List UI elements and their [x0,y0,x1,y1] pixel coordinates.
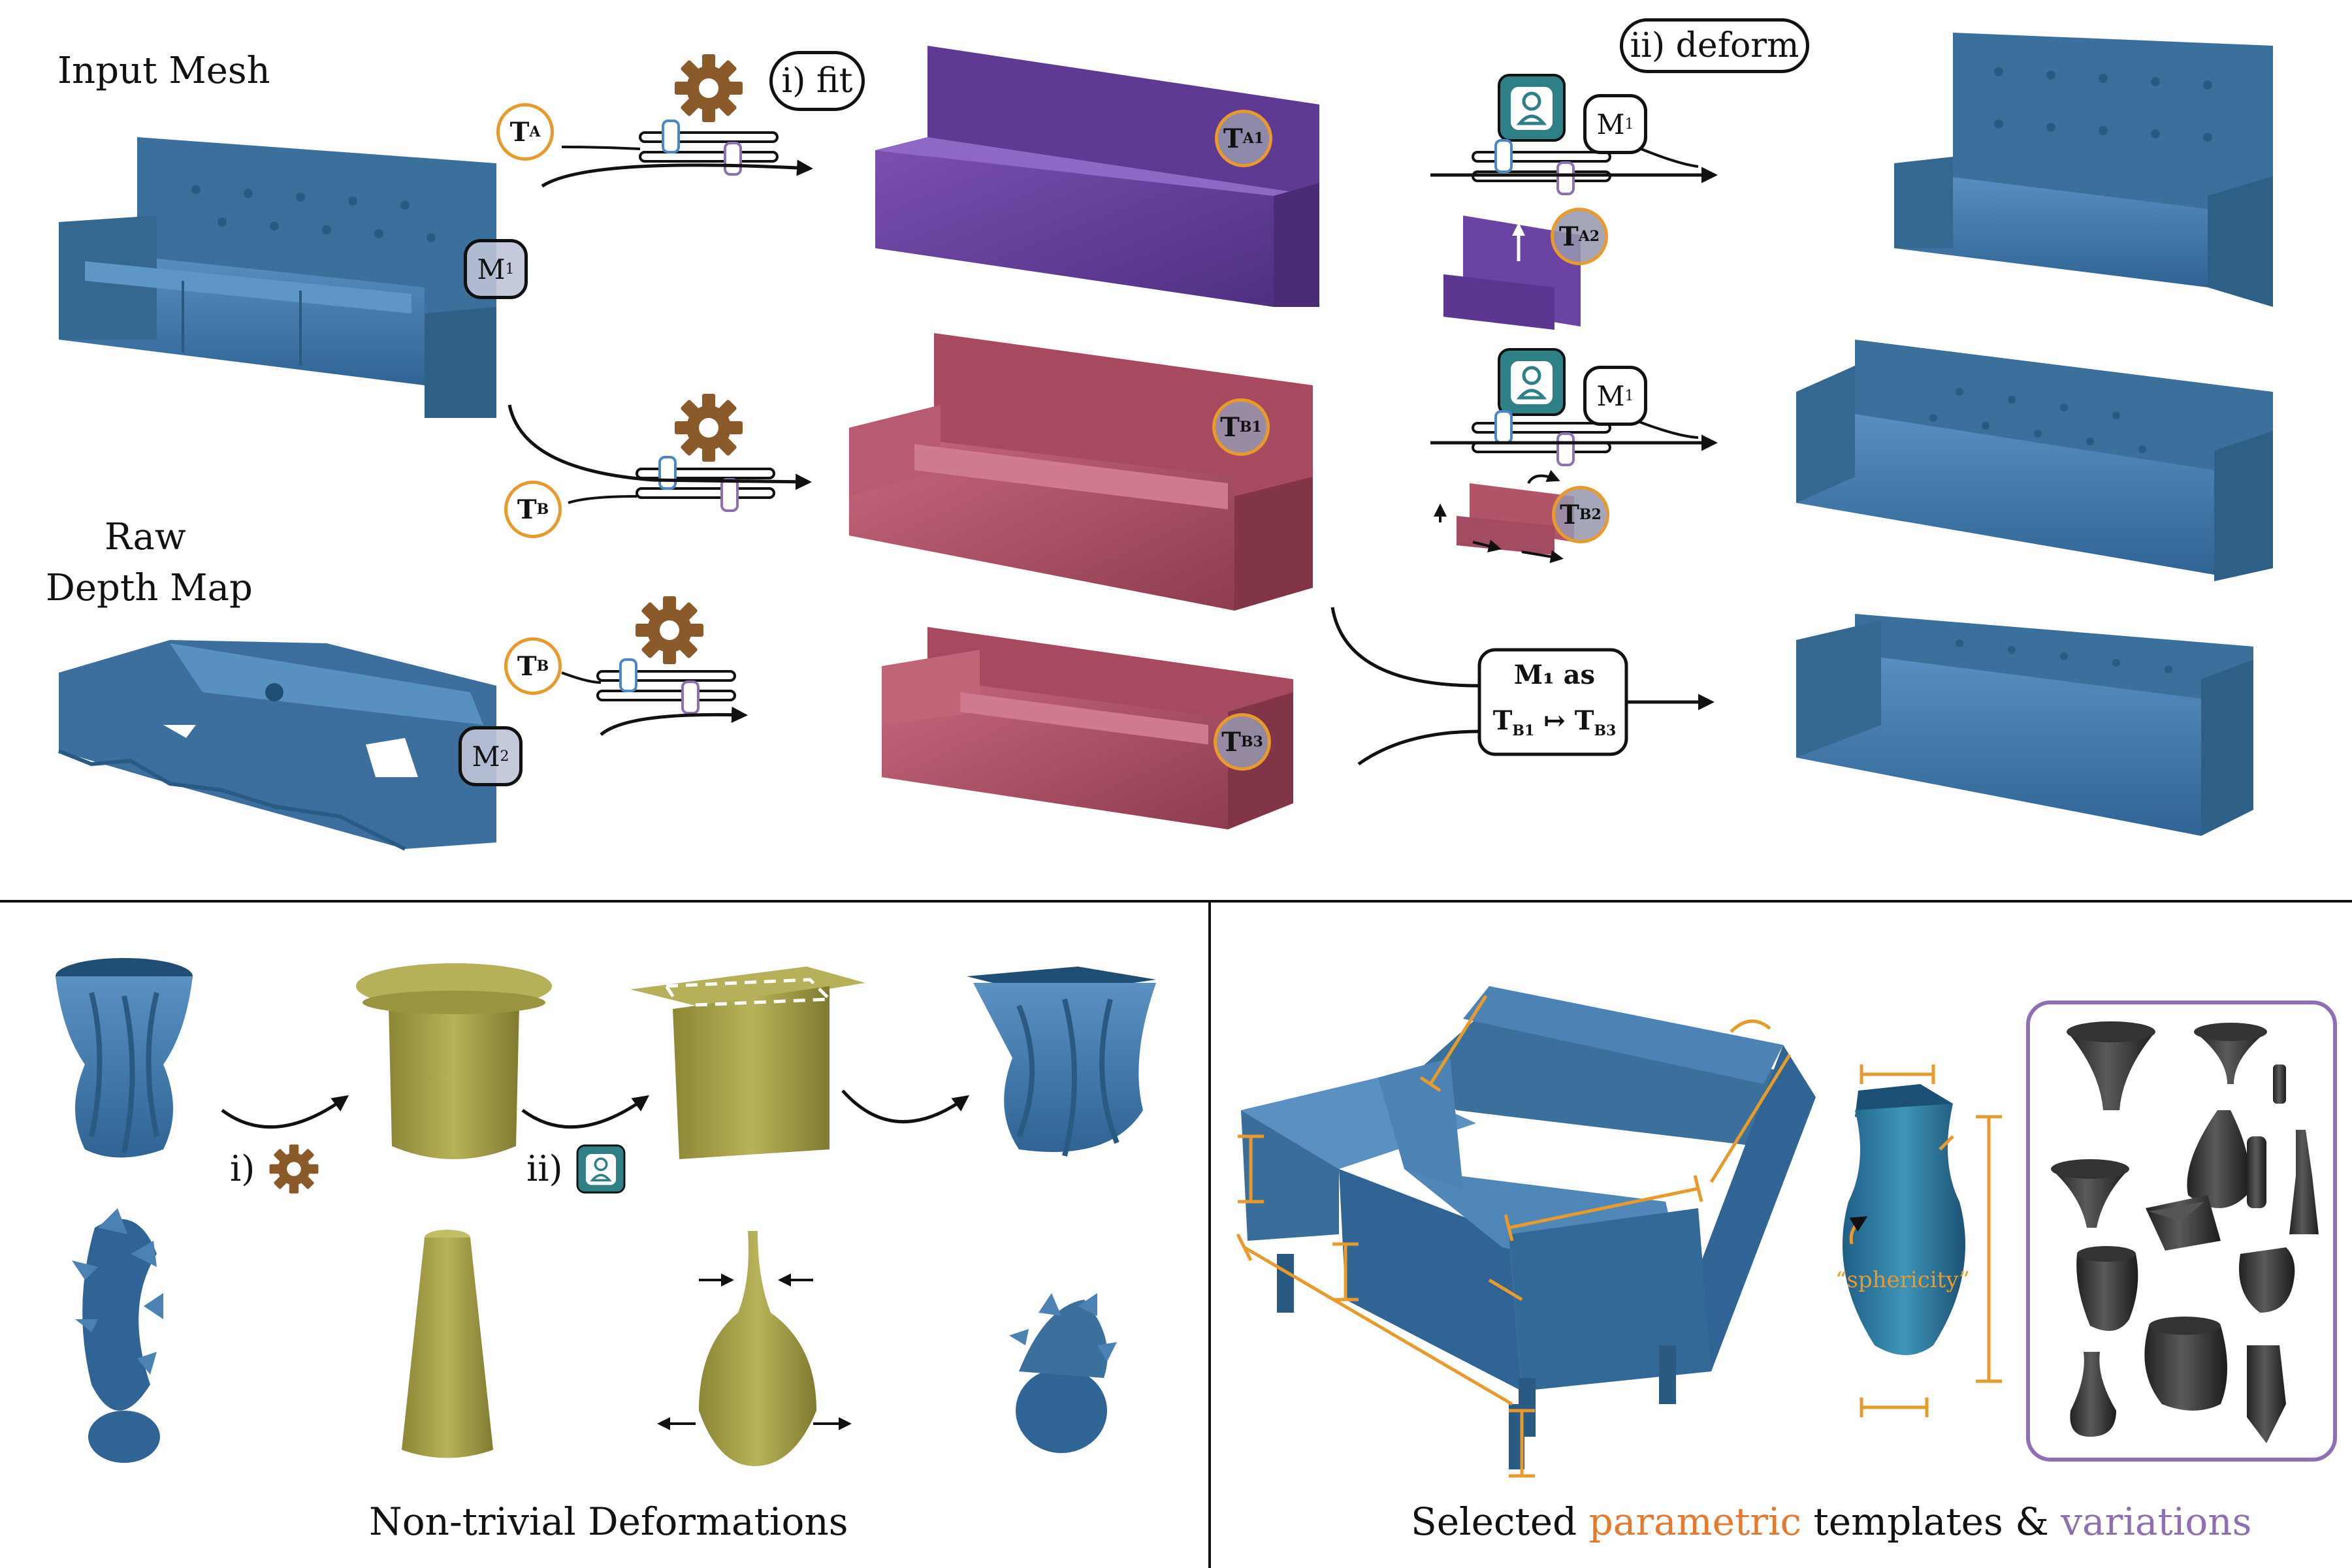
as-box [1477,648,1628,756]
vase-input-blue [56,958,193,1158]
template-olive-cylinder [356,963,552,1159]
plant-input-blue [72,1208,163,1463]
arrow-icon-step-iii [841,1089,970,1123]
template-olive-tall-vase [402,1230,493,1458]
slider-icon-fit-c [596,658,736,714]
armchair-dimension-lines [1236,995,1792,1478]
raw-depth-map [57,640,496,851]
gear-icon-fit-c [636,596,703,664]
label-depth-map: Depth Map [46,567,253,609]
vase-dimension-lines [1849,1064,2002,1417]
template-tb2-small [1434,470,1574,564]
label-input-mesh: Input Mesh [57,50,270,92]
as-box-line1: M₁ as [1513,660,1596,690]
user-icon-deform-b [1499,349,1564,415]
label-sphericity: “sphericity” [1835,1267,1970,1293]
slider-icon-fit-b [636,456,775,512]
caption-right: Selected parametric templates & variatio… [1411,1499,2252,1544]
gear-icon-step-i [269,1144,319,1194]
as-box-line2: TB1 ↦ TB3 [1492,705,1617,739]
plant-output-blue [1009,1293,1117,1453]
output-sofa-b [1796,340,2273,581]
label-step-i: i) [230,1148,255,1189]
template-tb1-pink [849,333,1313,611]
output-sofa-c [1796,614,2253,836]
label-raw: Raw [105,516,186,558]
variations-vases [2051,1021,2319,1443]
output-sofa-a [1894,33,2273,307]
arrow-icon-step-i [221,1095,349,1129]
arrow-icon-step-ii [521,1095,650,1129]
template-olive-box [630,967,865,1159]
armchair-template [1241,986,1816,1469]
caption-left: Non-trivial Deformations [369,1499,848,1544]
gear-icon-fit-a [675,54,743,122]
label-deform: ii) deform [1620,18,1809,73]
user-icon-deform-a [1499,75,1564,140]
user-icon-step-ii [576,1144,626,1194]
label-fit: i) fit [769,51,865,111]
gear-icon-fit-b [675,394,743,462]
template-olive-bulb-vase [657,1231,852,1466]
template-ta1-purple [875,46,1319,307]
input-mesh-sofa [59,137,496,418]
vase-sphericity [1843,1084,1965,1355]
label-step-ii: ii) [526,1148,563,1189]
vase-output-blue [967,967,1156,1157]
